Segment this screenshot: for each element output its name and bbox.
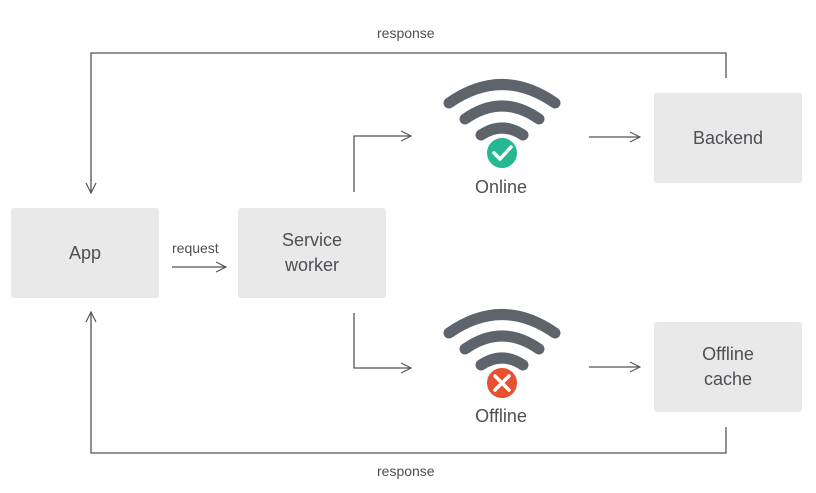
cross-icon xyxy=(485,366,519,400)
check-icon xyxy=(485,136,519,170)
app-label: App xyxy=(68,242,102,263)
response-top-label: response xyxy=(377,25,435,41)
online-branch-connector xyxy=(353,136,411,192)
offline-cache-label-line2: cache xyxy=(703,369,753,389)
response-bottom-label: response xyxy=(377,463,435,479)
response-top-connector xyxy=(91,52,727,193)
service-worker-label-line2: worker xyxy=(284,255,339,275)
backend-node: Backend xyxy=(654,93,802,183)
app-node: App xyxy=(11,208,159,298)
offline-cache-label-line1: Offline xyxy=(702,344,754,364)
backend-label: Backend xyxy=(692,127,764,148)
offline-branch-connector xyxy=(353,313,411,368)
offline-label: Offline xyxy=(475,406,527,426)
wifi-online-icon xyxy=(443,79,561,170)
request-label: request xyxy=(172,240,219,256)
service-worker-node: Service worker xyxy=(238,208,386,298)
online-label: Online xyxy=(474,177,528,197)
offline-cache-node: Offline cache xyxy=(654,322,802,412)
service-worker-label-line1: Service xyxy=(281,230,343,250)
response-bottom-connector xyxy=(91,312,727,454)
wifi-offline-icon xyxy=(443,309,561,400)
